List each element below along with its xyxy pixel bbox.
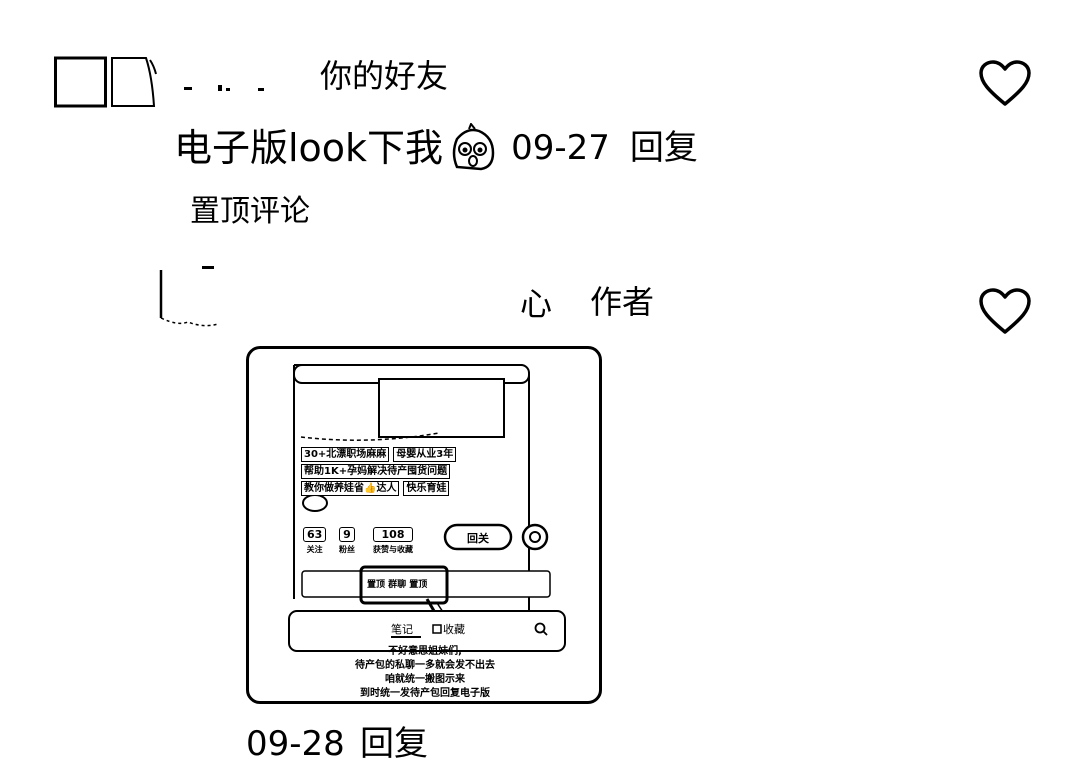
- image-captions: 不好意思姐妹们, 待产包的私聊一多就会发不出去 咱就统一搬图示来 到时统一发待产…: [249, 645, 599, 701]
- caption-line: 不好意思姐妹们,: [388, 646, 462, 657]
- comment-body[interactable]: 电子版look下我 09-27 回复: [174, 122, 698, 173]
- comment-date: 09-27: [511, 128, 610, 168]
- profile-tag: 帮助1K+孕妈解决待产囤货问题: [301, 464, 451, 479]
- caption-line: 咱就统一搬图示来: [385, 674, 465, 685]
- stat-following: 63 关注: [303, 527, 327, 555]
- profile-tags: 30+北漂职场麻麻 母婴从业3年 帮助1K+孕妈解决待产囤货问题 教你做养娃省👍…: [301, 447, 521, 496]
- comment-image[interactable]: 30+北漂职场麻麻 母婴从业3年 帮助1K+孕妈解决待产囤货问题 教你做养娃省👍…: [246, 346, 602, 704]
- friend-badge: 你的好友: [320, 57, 449, 95]
- author-badge: 作者: [590, 283, 655, 321]
- heart-outline-icon[interactable]: [978, 60, 1032, 108]
- avatar[interactable]: [54, 56, 158, 108]
- follow-back-button: 回关: [467, 532, 489, 545]
- tab-favorites: 收藏: [443, 623, 465, 636]
- profile-tag: 快乐育娃: [403, 481, 450, 496]
- stat-likes: 108 获赞与收藏: [373, 527, 413, 554]
- tab-notes: 笔记: [391, 623, 413, 636]
- profile-tag: 母婴从业3年: [393, 447, 457, 462]
- pinned-comment-label: 置顶评论: [190, 194, 310, 229]
- reply-button[interactable]: 回复: [360, 724, 428, 764]
- stat-followers: 9 粉丝: [339, 527, 355, 554]
- pinned-box-label: 置顶 群聊 置顶: [367, 580, 428, 590]
- avatar[interactable]: [158, 266, 228, 332]
- doll-face-emoji-icon: [447, 122, 497, 173]
- comment-date: 09-28: [246, 724, 345, 764]
- reply-button[interactable]: 回复: [629, 128, 698, 168]
- profile-tag: 教你做养娃省👍达人: [301, 481, 400, 496]
- caption-line: 到时统一发待产包回复电子版: [360, 688, 490, 699]
- caption-line: 待产包的私聊一多就会发不出去: [355, 660, 495, 671]
- heart-outline-icon[interactable]: [978, 288, 1032, 336]
- comment-text: 电子版look下我: [174, 126, 444, 170]
- author-name[interactable]: 心: [520, 285, 553, 323]
- username-blurred[interactable]: [180, 72, 300, 94]
- profile-tag: 30+北漂职场麻麻: [301, 447, 390, 462]
